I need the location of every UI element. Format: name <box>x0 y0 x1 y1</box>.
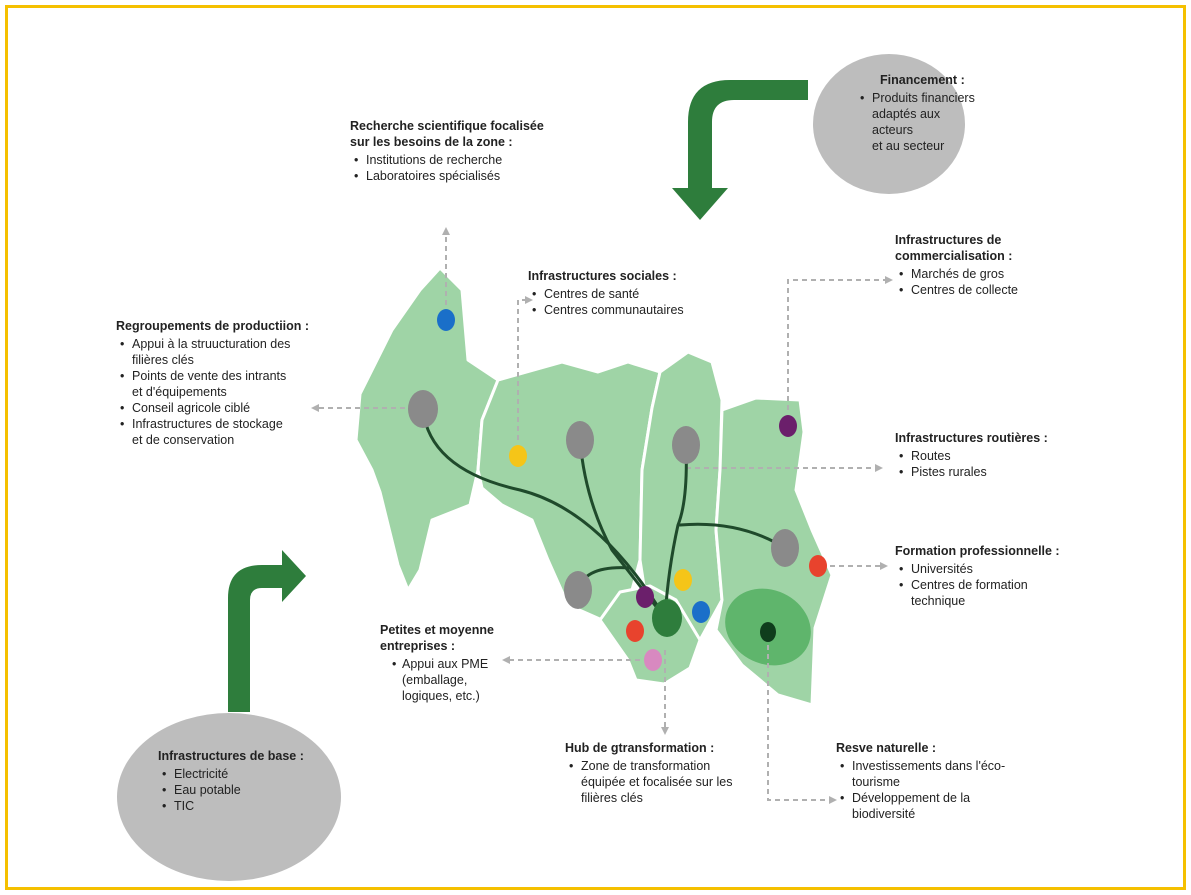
gray-node <box>771 529 799 567</box>
list-item: Centres communautaires <box>528 302 728 318</box>
commercialisation-title: Infrastructures de commercialisation : <box>895 233 1013 263</box>
hub-title: Hub de gtransformation : <box>565 741 715 755</box>
list-item: Centres de collecte <box>895 282 1075 298</box>
dot-red <box>626 620 644 642</box>
list-item: Laboratoires spécialisés <box>350 168 590 184</box>
block-recherche: Recherche scientifique focalisée sur les… <box>350 118 590 184</box>
list-item: Zone de transformation équipée et focali… <box>565 758 775 806</box>
connector-sociales <box>517 296 533 440</box>
block-routieres: Infrastructures routières : Routes Piste… <box>895 430 1085 480</box>
region-center <box>638 350 724 652</box>
list-item: Eau potable <box>158 782 328 798</box>
list-item: Investissements dans l'éco- tourisme <box>836 758 1036 790</box>
list-item: Centres de formation technique <box>895 577 1095 609</box>
pme-title: Petites et moyenne entreprises : <box>380 623 494 653</box>
network-line <box>663 443 688 620</box>
list-item: Centres de santé <box>528 286 728 302</box>
commercialisation-list: Marchés de gros Centres de collecte <box>895 266 1075 298</box>
formation-list: Universités Centres de formation techniq… <box>895 561 1095 609</box>
gray-node <box>672 426 700 464</box>
list-item: Appui à la struucturation des filières c… <box>116 336 326 368</box>
routieres-title: Infrastructures routières : <box>895 431 1048 445</box>
block-regroupements: Regroupements de productiion : Appui à l… <box>116 318 326 448</box>
gray-nodes <box>408 390 799 609</box>
block-reserve: Resve naturelle : Investissements dans l… <box>836 740 1036 822</box>
block-commercialisation: Infrastructures de commercialisation : M… <box>895 232 1075 298</box>
dot-purple <box>779 415 797 437</box>
colored-dots <box>437 309 827 671</box>
block-financement: Financement : Produits financiers adapté… <box>856 72 976 154</box>
dot-darkgreen <box>760 622 776 642</box>
list-item: Marchés de gros <box>895 266 1075 282</box>
block-base: Infrastructures de base : Electricité Ea… <box>158 748 328 814</box>
central-hub-node <box>652 599 682 637</box>
block-formation: Formation professionnelle : Universités … <box>895 543 1095 609</box>
base-title: Infrastructures de base : <box>158 749 304 763</box>
list-item: Conseil agricole ciblé <box>116 400 326 416</box>
list-item: Institutions de recherche <box>350 152 590 168</box>
dot-blue <box>437 309 455 331</box>
dot-red <box>809 555 827 577</box>
recherche-list: Institutions de recherche Laboratoires s… <box>350 152 590 184</box>
connector-commercialisation <box>787 276 893 410</box>
list-item: Electricité <box>158 766 328 782</box>
network-line <box>421 408 667 620</box>
financement-title: Financement : <box>880 73 965 87</box>
list-item: Infrastructures de stockage et de conser… <box>116 416 326 448</box>
regroupements-list: Appui à la struucturation des filières c… <box>116 336 326 448</box>
gray-node <box>408 390 438 428</box>
base-arrow <box>228 550 306 712</box>
gray-node <box>566 421 594 459</box>
formation-title: Formation professionnelle : <box>895 544 1060 558</box>
dot-yellow <box>509 445 527 467</box>
block-pme: Petites et moyenne entreprises : Appui a… <box>380 622 520 704</box>
regroupements-title: Regroupements de productiion : <box>116 319 310 333</box>
list-item: Pistes rurales <box>895 464 1085 480</box>
block-hub: Hub de gtransformation : Zone de transfo… <box>565 740 775 806</box>
routieres-list: Routes Pistes rurales <box>895 448 1085 480</box>
sociales-list: Centres de santé Centres communautaires <box>528 286 728 318</box>
reserve-list: Investissements dans l'éco- tourisme Dév… <box>836 758 1036 822</box>
dot-blue <box>692 601 710 623</box>
list-item: Développement de la biodiversité <box>836 790 1036 822</box>
reserve-title: Resve naturelle : <box>836 741 937 755</box>
dot-purple <box>636 586 654 608</box>
list-item: Routes <box>895 448 1085 464</box>
recherche-title: Recherche scientifique focalisée sur les… <box>350 119 544 149</box>
hub-list: Zone de transformation équipée et focali… <box>565 758 775 806</box>
block-sociales: Infrastructures sociales : Centres de sa… <box>528 268 728 318</box>
dot-yellow <box>674 569 692 591</box>
financement-list: Produits financiers adaptés aux acteurs … <box>856 90 976 154</box>
list-item: Universités <box>895 561 1095 577</box>
financement-arrow <box>672 80 808 220</box>
pme-list: Appui aux PME (emballage, logiques, etc.… <box>380 656 520 704</box>
sociales-title: Infrastructures sociales : <box>528 269 677 283</box>
list-item: TIC <box>158 798 328 814</box>
gray-node <box>564 571 592 609</box>
base-list: Electricité Eau potable TIC <box>158 766 328 814</box>
list-item: Points de vente des intrants et d'équipe… <box>116 368 326 400</box>
list-item: Appui aux PME (emballage, logiques, etc.… <box>392 656 520 704</box>
dot-pink <box>644 649 662 671</box>
list-item: Produits financiers adaptés aux acteurs … <box>856 90 976 154</box>
